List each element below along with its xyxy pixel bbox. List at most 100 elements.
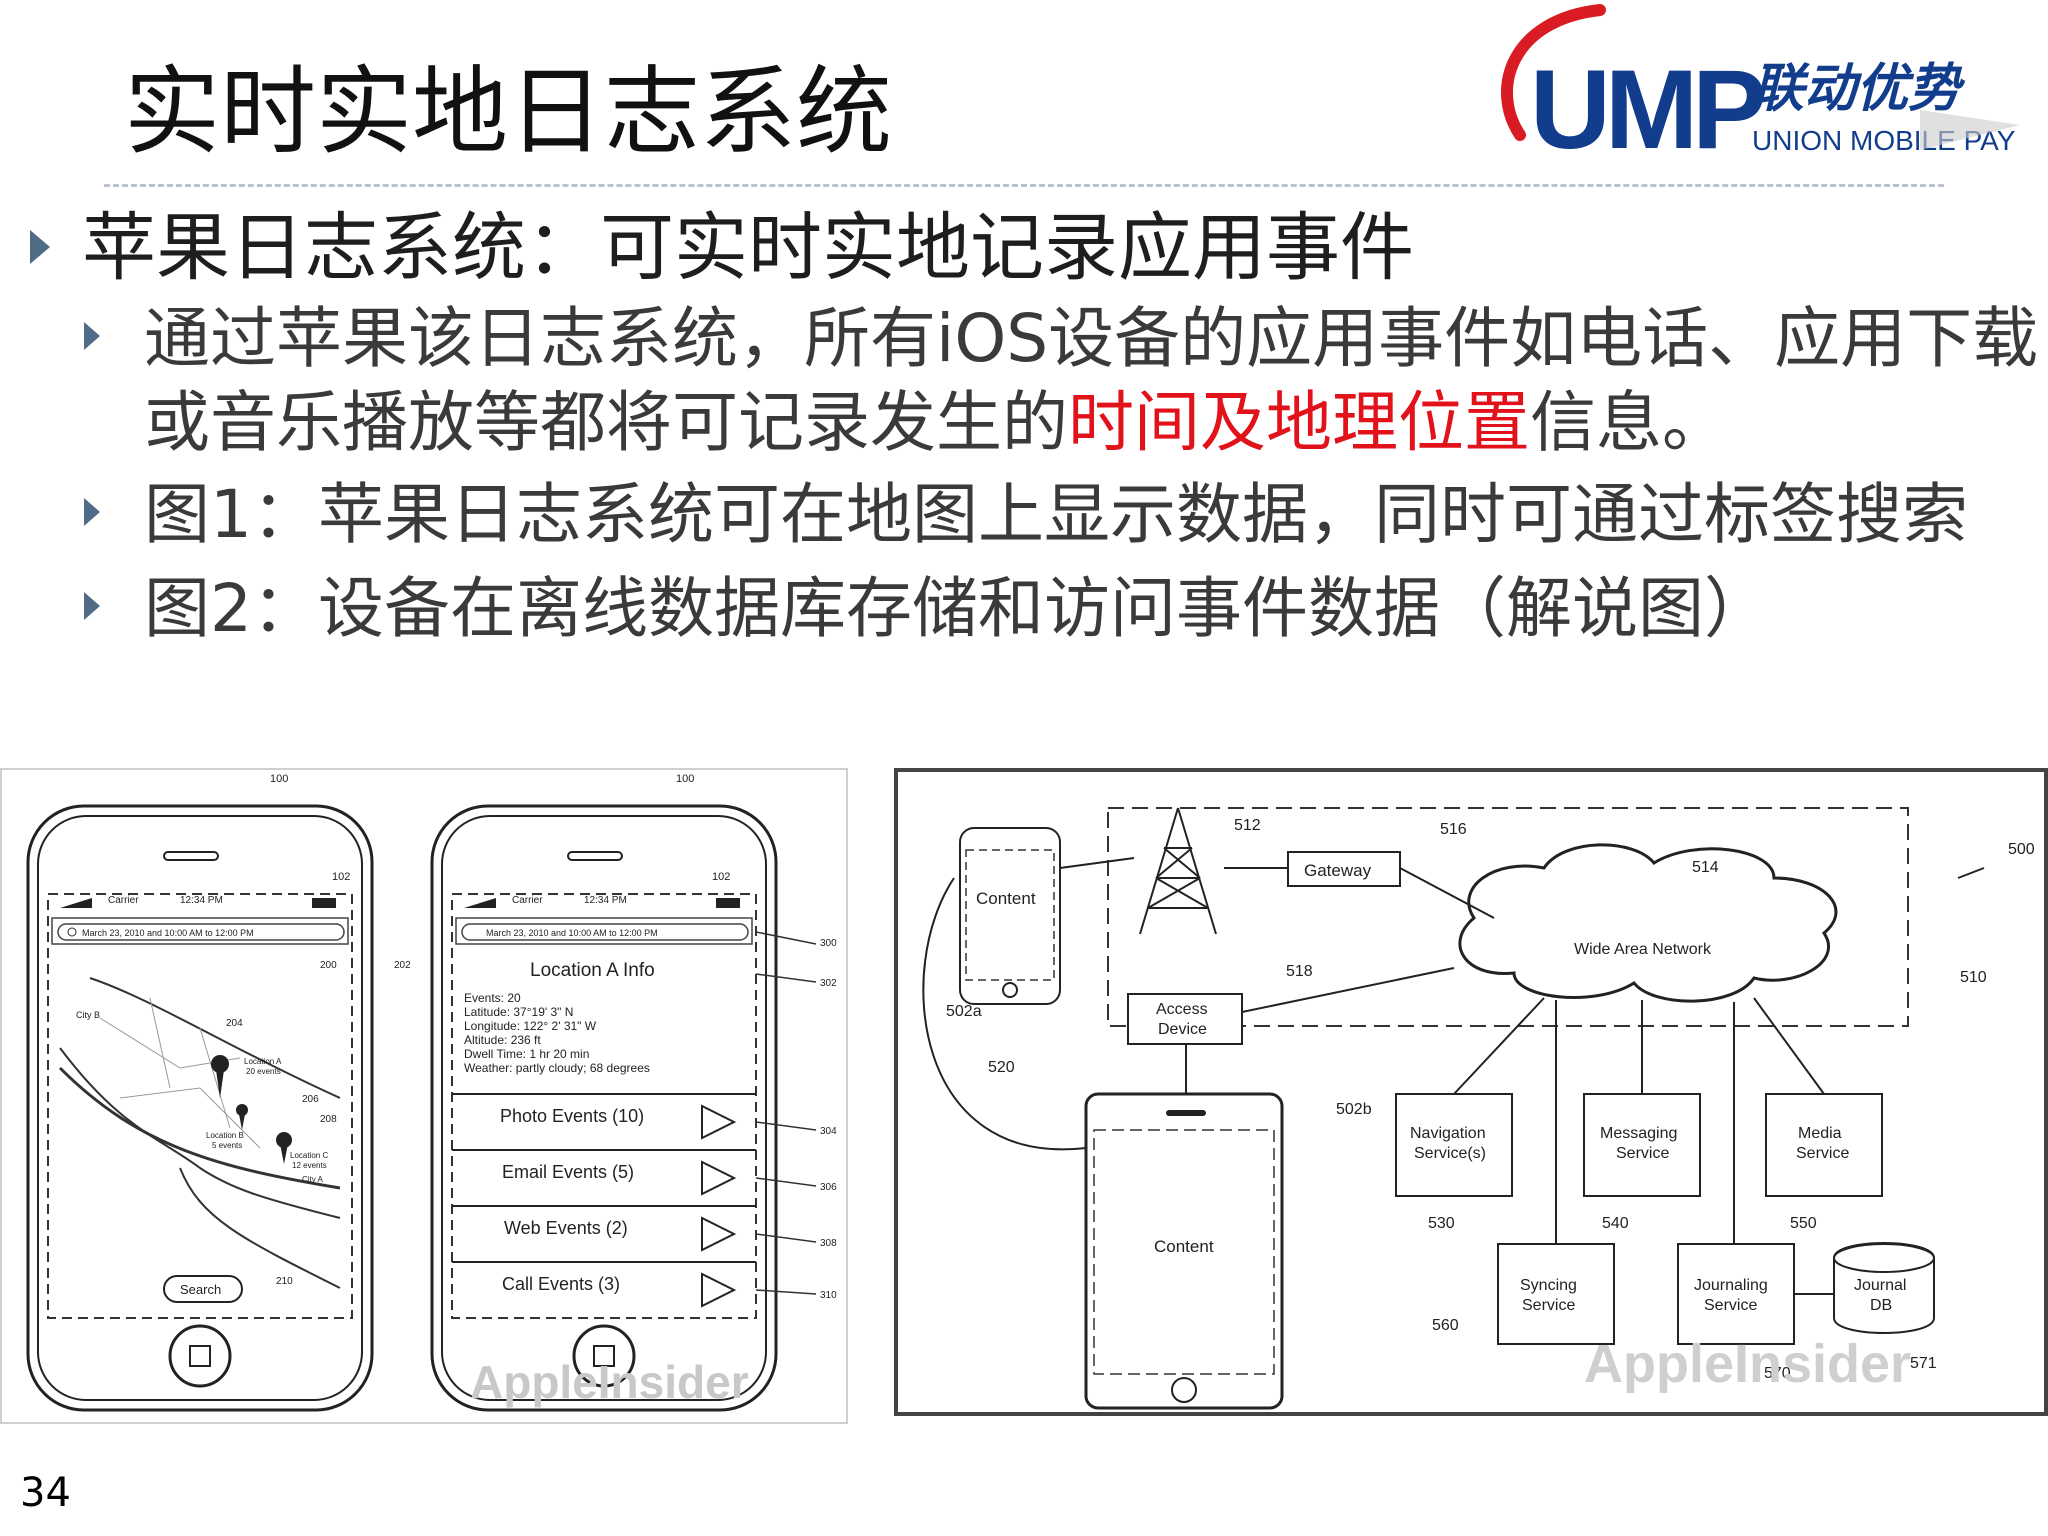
svg-text:520: 520 xyxy=(988,1059,1015,1076)
bullet-marker-icon xyxy=(84,498,100,526)
svg-text:20 events: 20 events xyxy=(246,1067,281,1076)
svg-text:570: 570 xyxy=(1764,1365,1791,1382)
gateway-box: Gateway xyxy=(1304,861,1372,880)
svg-text:512: 512 xyxy=(1234,817,1261,834)
svg-text:206: 206 xyxy=(302,1094,319,1105)
slide-title: 实时实地日志系统 xyxy=(124,56,892,168)
svg-text:300: 300 xyxy=(820,938,837,949)
info-title: Location A Info xyxy=(530,960,655,981)
svg-text:Dwell Time: 1 hr 20 min: Dwell Time: 1 hr 20 min xyxy=(464,1047,589,1061)
phone-map: Carrier 12:34 PM March 23, 2010 and 10:0… xyxy=(26,773,411,1412)
media-service-box: Media xyxy=(1798,1125,1842,1142)
svg-text:Service: Service xyxy=(1522,1297,1575,1314)
svg-text:302: 302 xyxy=(820,978,837,989)
svg-text:500: 500 xyxy=(2008,841,2035,858)
small-device-content: Content xyxy=(976,889,1036,908)
svg-text:Carrier: Carrier xyxy=(512,895,543,906)
map-location-a: Location A xyxy=(244,1057,282,1066)
svg-text:514: 514 xyxy=(1692,859,1719,876)
svg-text:5 events: 5 events xyxy=(212,1141,242,1150)
highlight-text: 时间及地理位置 xyxy=(1068,384,1530,461)
svg-text:Service: Service xyxy=(1704,1297,1757,1314)
figure1-watermark: AppleInsider xyxy=(470,1356,749,1408)
svg-text:102: 102 xyxy=(712,871,730,883)
journaling-service-box: Journaling xyxy=(1694,1277,1768,1294)
svg-text:100: 100 xyxy=(270,773,288,785)
email-events-row: Email Events (5) xyxy=(502,1162,634,1182)
svg-text:550: 550 xyxy=(1790,1215,1817,1232)
bullet-marker-icon xyxy=(84,322,100,350)
syncing-service-box: Syncing xyxy=(1520,1277,1577,1294)
svg-text:540: 540 xyxy=(1602,1215,1629,1232)
sub-bullet-1-suffix: 信息。 xyxy=(1530,384,1728,461)
svg-text:208: 208 xyxy=(320,1114,337,1125)
svg-text:210: 210 xyxy=(276,1276,293,1287)
svg-text:102: 102 xyxy=(332,871,350,883)
svg-text:12:34 PM: 12:34 PM xyxy=(584,895,627,906)
map-location-b: Location B xyxy=(206,1131,244,1140)
status-carrier: Carrier xyxy=(108,895,139,906)
svg-text:12 events: 12 events xyxy=(292,1161,327,1170)
svg-text:Search: Search xyxy=(180,1282,221,1297)
sub-bullet-1-line1: 通过苹果该日志系统，所有iOS设备的应用事件如电话、应用下载 xyxy=(144,300,2039,377)
cell-tower-icon xyxy=(1139,807,1217,935)
svg-text:518: 518 xyxy=(1286,963,1313,980)
svg-text:Latitude: 37°19' 3" N: Latitude: 37°19' 3" N xyxy=(464,1005,573,1019)
svg-text:304: 304 xyxy=(820,1126,837,1137)
sub-bullet-1-prefix: 或音乐播放等都将可记录发生的 xyxy=(144,384,1068,461)
svg-text:516: 516 xyxy=(1440,821,1467,838)
svg-text:100: 100 xyxy=(676,773,694,785)
svg-text:Events: 20: Events: 20 xyxy=(464,991,521,1005)
phone-info: Carrier 12:34 PM March 23, 2010 and 10:0… xyxy=(430,773,837,1412)
sub-bullet-2-text: 图1：苹果日志系统可在地图上显示数据，同时可通过标签搜索 xyxy=(144,476,1968,553)
svg-text:Service: Service xyxy=(1796,1145,1849,1162)
photo-events-row: Photo Events (10) xyxy=(500,1106,644,1126)
svg-text:560: 560 xyxy=(1432,1317,1459,1334)
main-bullet-text: 苹果日志系统：可实时实地记录应用事件 xyxy=(82,205,1414,291)
svg-text:502a: 502a xyxy=(946,1003,982,1020)
svg-text:502b: 502b xyxy=(1336,1101,1372,1118)
svg-text:571: 571 xyxy=(1910,1355,1937,1372)
journal-db: Journal xyxy=(1854,1277,1906,1294)
svg-text:204: 204 xyxy=(226,1018,243,1029)
svg-text:Service(s): Service(s) xyxy=(1414,1145,1486,1162)
svg-text:Service: Service xyxy=(1616,1145,1669,1162)
map-location-c: Location C xyxy=(290,1151,328,1160)
title-divider xyxy=(104,184,1944,187)
map-search-text: March 23, 2010 and 10:00 AM to 12:00 PM xyxy=(82,928,254,938)
logo-chinese: 联动优势 xyxy=(1752,59,1966,119)
svg-text:530: 530 xyxy=(1428,1215,1455,1232)
map-city-b: City B xyxy=(76,1010,100,1020)
figure-2: Content 502a 512 Gateway 516 Wide Area N… xyxy=(894,768,2048,1416)
svg-text:March 23, 2010 and 10:00 AM to: March 23, 2010 and 10:00 AM to 12:00 PM xyxy=(486,928,658,938)
bullet-marker-icon xyxy=(30,230,50,264)
logo-brand: UMP xyxy=(1530,47,1763,172)
large-device-content: Content xyxy=(1154,1237,1214,1256)
svg-text:306: 306 xyxy=(820,1182,837,1193)
bullet-marker-icon xyxy=(84,592,100,620)
figure-1: Carrier 12:34 PM March 23, 2010 and 10:0… xyxy=(0,768,848,1424)
messaging-service-box: Messaging xyxy=(1600,1125,1677,1142)
svg-text:Weather: partly cloudy; 68 deg: Weather: partly cloudy; 68 degrees xyxy=(464,1061,650,1075)
wan-cloud: Wide Area Network xyxy=(1574,941,1712,958)
call-events-row: Call Events (3) xyxy=(502,1274,620,1294)
web-events-row: Web Events (2) xyxy=(504,1218,628,1238)
access-device-box: Access xyxy=(1156,1001,1208,1018)
map-city-a: City A xyxy=(302,1175,324,1184)
svg-text:Longitude: 122° 2' 31" W: Longitude: 122° 2' 31" W xyxy=(464,1019,597,1033)
status-time: 12:34 PM xyxy=(180,895,223,906)
svg-text:510: 510 xyxy=(1960,969,1987,986)
map-search-button xyxy=(163,1275,243,1303)
svg-text:308: 308 xyxy=(820,1238,837,1249)
svg-text:202: 202 xyxy=(394,960,411,971)
company-logo: UMP 联动优势 UNION MOBILE PAY xyxy=(1490,0,2030,180)
navigation-service-box: Navigation xyxy=(1410,1125,1486,1142)
sub-bullet-3-text: 图2：设备在离线数据库存储和访问事件数据（解说图） xyxy=(144,570,1770,647)
svg-text:310: 310 xyxy=(820,1290,837,1301)
svg-text:200: 200 xyxy=(320,960,337,971)
svg-text:Device: Device xyxy=(1158,1021,1207,1038)
figure2-watermark: AppleInsider xyxy=(1584,1334,1911,1394)
svg-text:Altitude: 236 ft: Altitude: 236 ft xyxy=(464,1033,541,1047)
page-number: 34 xyxy=(20,1470,71,1516)
svg-text:DB: DB xyxy=(1870,1297,1892,1314)
